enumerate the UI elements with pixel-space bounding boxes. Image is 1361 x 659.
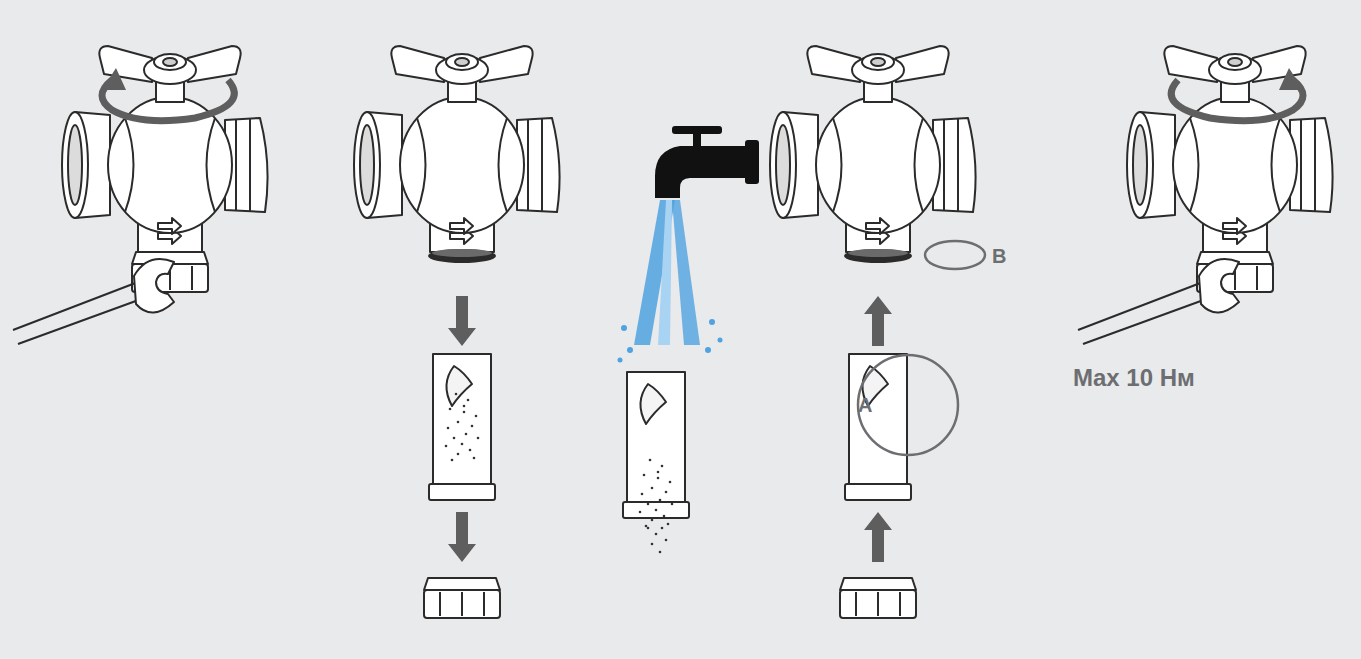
valve (770, 46, 976, 252)
move-arrow (864, 296, 892, 346)
torque-note: Max 10 Нм (1073, 366, 1195, 390)
water (618, 200, 723, 363)
move-arrow (448, 296, 476, 346)
filter-mesh (845, 354, 911, 500)
tap (655, 126, 759, 198)
valve (354, 46, 560, 252)
callout-letter: A (858, 395, 872, 415)
filter-cap (840, 578, 916, 618)
callout-circle (858, 355, 958, 455)
gasket (428, 249, 496, 263)
wrench (13, 259, 174, 344)
move-arrow (864, 512, 892, 562)
wrench (1078, 259, 1239, 344)
filter-mesh (623, 372, 689, 518)
filter-cap (424, 578, 500, 618)
callout-circle (925, 241, 985, 269)
dirt-falling (647, 527, 668, 554)
move-arrow (448, 512, 476, 562)
dirt (445, 393, 480, 462)
valve (1127, 46, 1333, 252)
callout-letter: B (992, 246, 1006, 266)
rotate-arrow-head (1279, 68, 1303, 90)
valve (62, 46, 268, 252)
gasket (844, 249, 912, 263)
filter-mesh (429, 354, 495, 500)
dirt (639, 459, 674, 528)
rotate-arrow-head (102, 68, 126, 90)
